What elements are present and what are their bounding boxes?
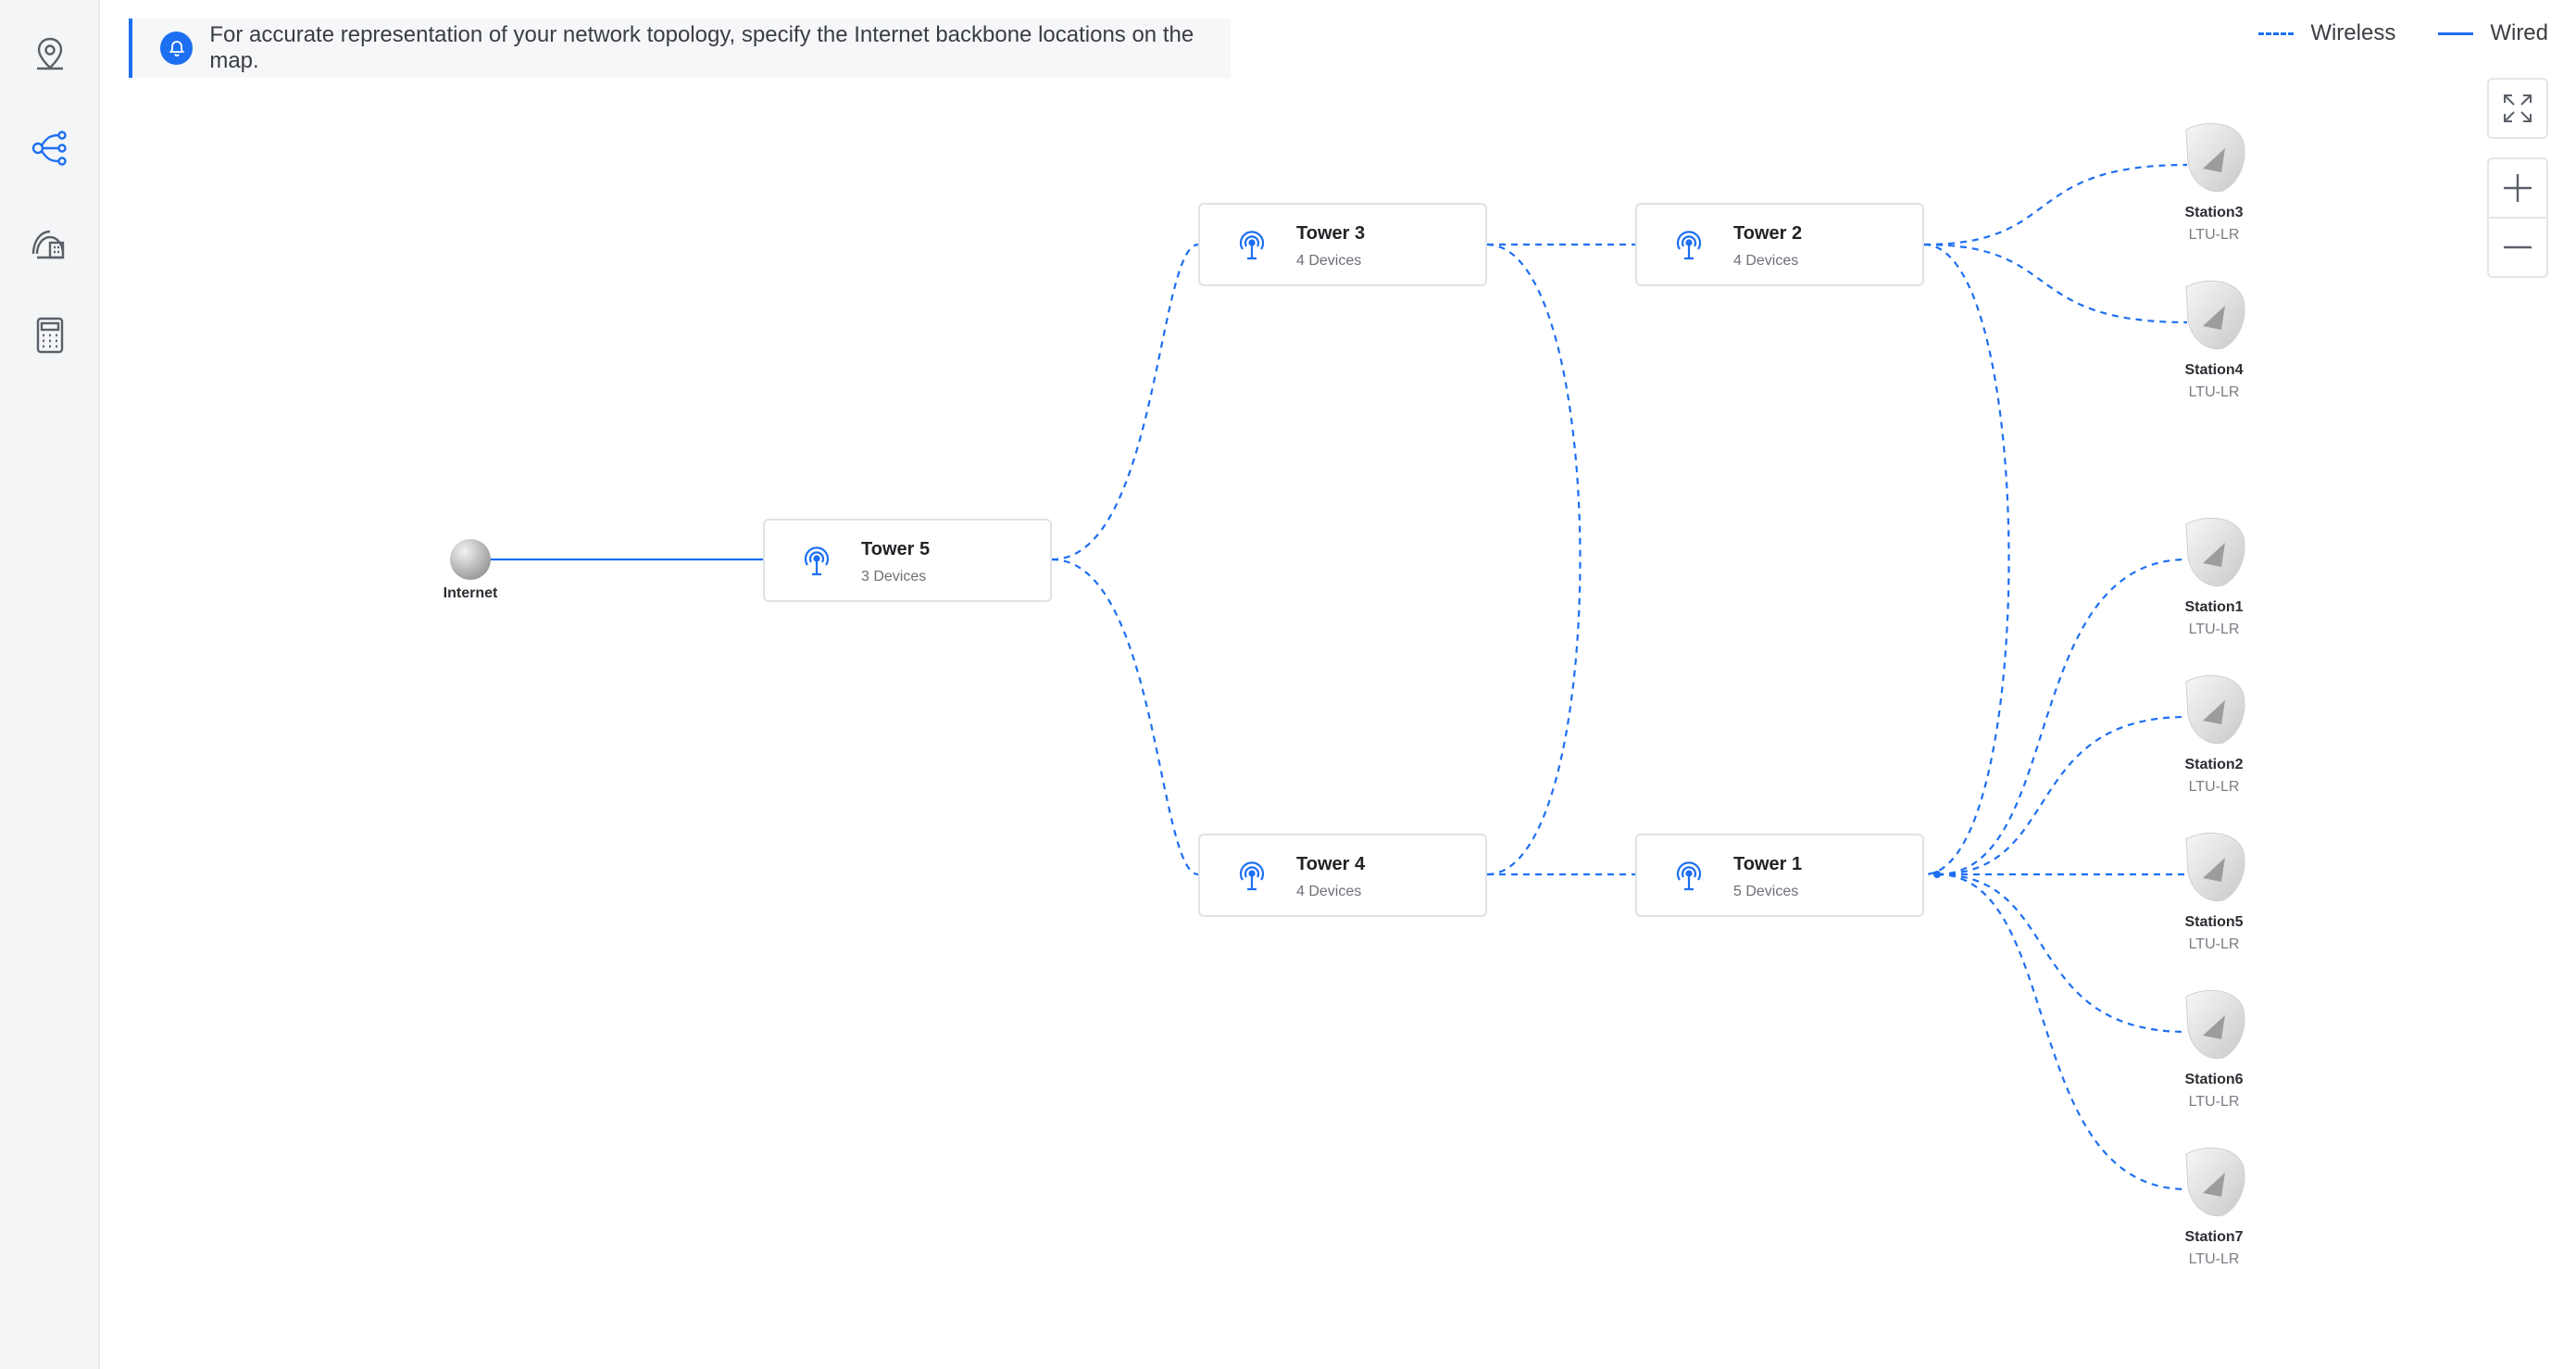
fullscreen-control (2487, 78, 2548, 139)
station-node[interactable]: Station6 LTU-LR (2163, 984, 2265, 1111)
topology-icon (31, 131, 67, 166)
topology-info-banner: For accurate representation of your netw… (129, 19, 1231, 78)
legend-wireless-label: Wireless (2310, 20, 2396, 45)
sidebar (0, 0, 100, 1369)
station-name: Station3 (2184, 205, 2244, 220)
tower-node[interactable]: Tower 3 4 Devices (1198, 203, 1487, 286)
sidebar-item-map[interactable] (17, 20, 83, 87)
antenna-icon (1676, 861, 1702, 891)
link-tower2-station3 (1923, 163, 2188, 246)
expand-icon (2504, 94, 2532, 122)
sidebar-item-sites[interactable] (17, 209, 83, 276)
tower-name: Tower 5 (861, 539, 931, 559)
bell-icon (160, 31, 194, 65)
antenna-icon (804, 546, 830, 576)
calculator-icon (36, 317, 64, 354)
legend-wired: Wired (2438, 20, 2548, 46)
antenna-icon (1239, 861, 1265, 891)
station-name: Station5 (2184, 914, 2244, 930)
station-name: Station4 (2184, 362, 2244, 378)
station-model: LTU-LR (2188, 622, 2240, 637)
dish-antenna-icon (2185, 122, 2245, 193)
tower-building-icon (31, 230, 65, 259)
station-node[interactable]: Station3 LTU-LR (2163, 117, 2265, 244)
station-node[interactable]: Station5 LTU-LR (2163, 826, 2265, 953)
link-tower1-station1 (1936, 558, 2188, 876)
station-name: Station7 (2184, 1229, 2244, 1245)
station-node[interactable]: Station1 LTU-LR (2163, 511, 2265, 638)
station-model: LTU-LR (2188, 384, 2240, 400)
tower-node[interactable]: Tower 5 3 Devices (763, 519, 1052, 602)
plus-icon (2504, 174, 2532, 202)
wired-line-icon (2438, 31, 2474, 35)
minus-icon (2504, 245, 2532, 249)
link-tower2-station4 (1923, 243, 2188, 324)
legend-wired-label: Wired (2490, 20, 2548, 45)
link-tower1-station6 (1936, 873, 2188, 1034)
tower-device-count: 3 Devices (861, 569, 927, 584)
tower-name: Tower 2 (1733, 223, 1803, 244)
tower-device-count: 4 Devices (1296, 253, 1362, 269)
station-model: LTU-LR (2188, 936, 2240, 952)
station-model: LTU-LR (2188, 1094, 2240, 1110)
internet-node[interactable]: Internet (441, 539, 500, 602)
station-model: LTU-LR (2188, 1251, 2240, 1267)
dish-antenna-icon (2185, 1147, 2245, 1217)
station-name: Station2 (2184, 757, 2244, 772)
tower-node[interactable]: Tower 4 4 Devices (1198, 834, 1487, 917)
zoom-in-button[interactable] (2489, 159, 2546, 217)
station-model: LTU-LR (2188, 779, 2240, 795)
link-tower2-tower1 (1923, 243, 2010, 876)
link-legend: Wireless Wired (2258, 20, 2548, 46)
sidebar-item-calculator[interactable] (17, 302, 83, 369)
zoom-out-button[interactable] (2489, 217, 2546, 276)
link-tower1-station2 (1936, 715, 2188, 876)
dish-antenna-icon (2185, 832, 2245, 902)
link-tower5-tower4 (1051, 558, 1199, 876)
tower-name: Tower 4 (1296, 854, 1366, 874)
location-pin-icon (37, 37, 63, 70)
tower-name: Tower 1 (1733, 854, 1803, 874)
zoom-control (2487, 157, 2548, 278)
globe-icon (450, 539, 491, 580)
dish-antenna-icon (2185, 280, 2245, 350)
station-node[interactable]: Station4 LTU-LR (2163, 274, 2265, 401)
station-node[interactable]: Station2 LTU-LR (2163, 669, 2265, 796)
link-tower1-station7 (1936, 873, 2188, 1191)
dish-antenna-icon (2185, 517, 2245, 587)
wireless-line-icon (2258, 31, 2295, 35)
sidebar-item-topology[interactable] (17, 115, 83, 182)
antenna-icon (1676, 231, 1702, 260)
link-tower3-tower4 (1486, 243, 1582, 876)
tower-device-count: 4 Devices (1296, 884, 1362, 899)
tower-device-count: 5 Devices (1733, 884, 1799, 899)
fullscreen-button[interactable] (2489, 80, 2546, 137)
dish-antenna-icon (2185, 989, 2245, 1060)
station-node[interactable]: Station7 LTU-LR (2163, 1141, 2265, 1268)
station-name: Station1 (2184, 599, 2244, 615)
tower-node[interactable]: Tower 2 4 Devices (1635, 203, 1924, 286)
station-model: LTU-LR (2188, 227, 2240, 243)
tower-node[interactable]: Tower 1 5 Devices (1635, 834, 1924, 917)
antenna-icon (1239, 231, 1265, 260)
station-name: Station6 (2184, 1072, 2244, 1087)
tower-device-count: 4 Devices (1733, 253, 1799, 269)
link-tower5-tower3 (1051, 243, 1199, 561)
legend-wireless: Wireless (2258, 20, 2395, 46)
tower-name: Tower 3 (1296, 223, 1366, 244)
banner-message: For accurate representation of your netw… (209, 22, 1194, 73)
internet-label: Internet (443, 585, 498, 601)
dish-antenna-icon (2185, 674, 2245, 745)
